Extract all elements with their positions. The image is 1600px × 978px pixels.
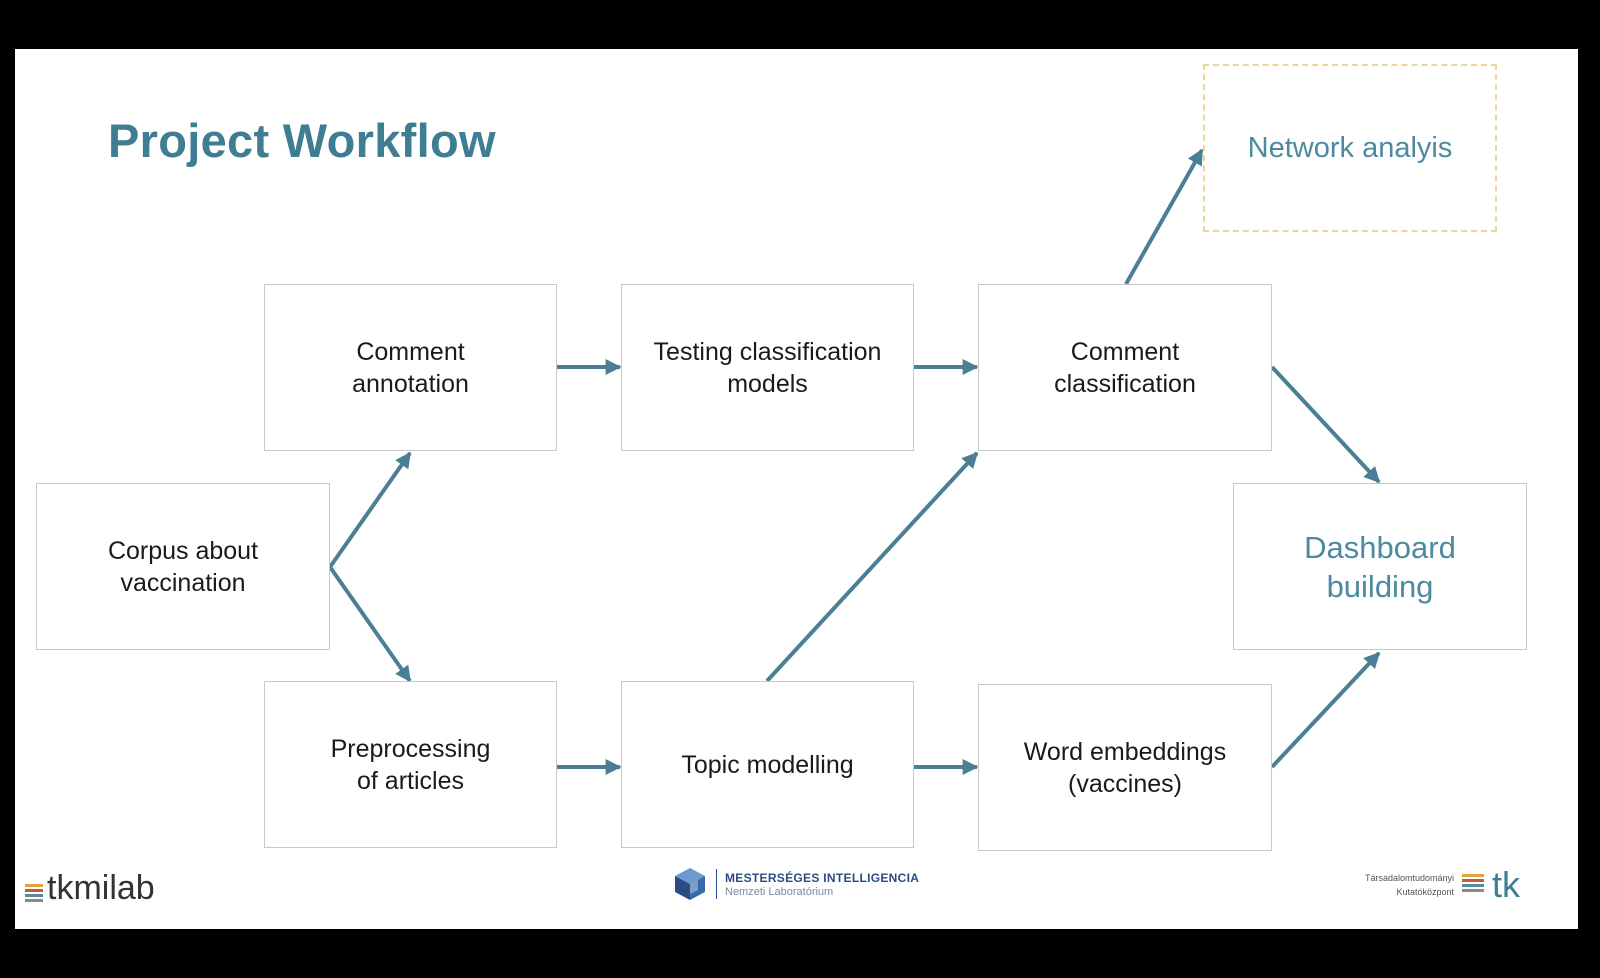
- arrow-classification-to-network: [1124, 148, 1204, 285]
- slide: Project Workflow Corpus about vaccinatio…: [15, 49, 1578, 929]
- arrow-embeddings-to-dashboard: [1270, 651, 1381, 769]
- workflow-arrows: [328, 148, 1381, 775]
- node-dashboard-building-label: Dashboard building: [1304, 529, 1456, 604]
- tk-logo-text: tk: [1492, 864, 1521, 905]
- tkmilab-logo-text: tkmilab: [47, 869, 155, 907]
- node-comment-classification-label: Comment classification: [1054, 337, 1196, 398]
- node-network-analysis: Network analyis: [1203, 64, 1497, 232]
- node-testing-models: Testing classification models: [621, 284, 914, 451]
- tkmilab-logo: tkmilab: [25, 869, 155, 908]
- tk-caption-line1: Társadalomtudományi: [1365, 873, 1455, 883]
- node-word-embeddings-label: Word embeddings (vaccines): [1023, 737, 1227, 798]
- tk-stripes-icon: [1462, 872, 1485, 892]
- node-comment-classification: Comment classification: [978, 284, 1272, 451]
- arrow-topic-to-classification: [765, 451, 979, 683]
- tk-logo: Társadalomtudományi Kutatóközpont tk: [1365, 867, 1520, 903]
- node-preprocessing-label: Preprocessing of articles: [330, 734, 491, 795]
- node-word-embeddings: Word embeddings (vaccines): [978, 684, 1272, 851]
- logo-divider: [716, 869, 717, 899]
- node-comment-annotation-label: Comment annotation: [352, 337, 469, 398]
- stripes-icon: [25, 882, 43, 902]
- slide-title: Project Workflow: [108, 114, 496, 167]
- mi-lab-subtitle: Nemzeti Laboratórium: [725, 885, 834, 898]
- node-corpus-label: Corpus about vaccination: [107, 536, 259, 597]
- tk-logo-caption: Társadalomtudományi Kutatóközpont: [1365, 871, 1454, 899]
- mi-lab-title: MESTERSÉGES INTELLIGENCIA: [725, 870, 920, 885]
- tk-caption-line2: Kutatóközpont: [1396, 887, 1455, 897]
- node-topic-modelling-label: Topic modelling: [681, 750, 854, 779]
- node-testing-models-label: Testing classification models: [653, 337, 882, 398]
- mi-lab-logo: MESTERSÉGES INTELLIGENCIA Nemzeti Labora…: [672, 866, 919, 902]
- cube-icon: [675, 868, 705, 900]
- node-corpus: Corpus about vaccination: [36, 483, 330, 650]
- node-topic-modelling: Topic modelling: [621, 681, 914, 848]
- arrow-corpus-to-annotation: [328, 451, 412, 569]
- node-network-analysis-label: Network analyis: [1247, 131, 1453, 164]
- node-preprocessing: Preprocessing of articles: [264, 681, 557, 848]
- node-comment-annotation: Comment annotation: [264, 284, 557, 451]
- arrow-classification-to-dashboard: [1270, 365, 1381, 484]
- arrow-corpus-to-preprocessing: [328, 565, 412, 683]
- node-dashboard-building: Dashboard building: [1233, 483, 1527, 650]
